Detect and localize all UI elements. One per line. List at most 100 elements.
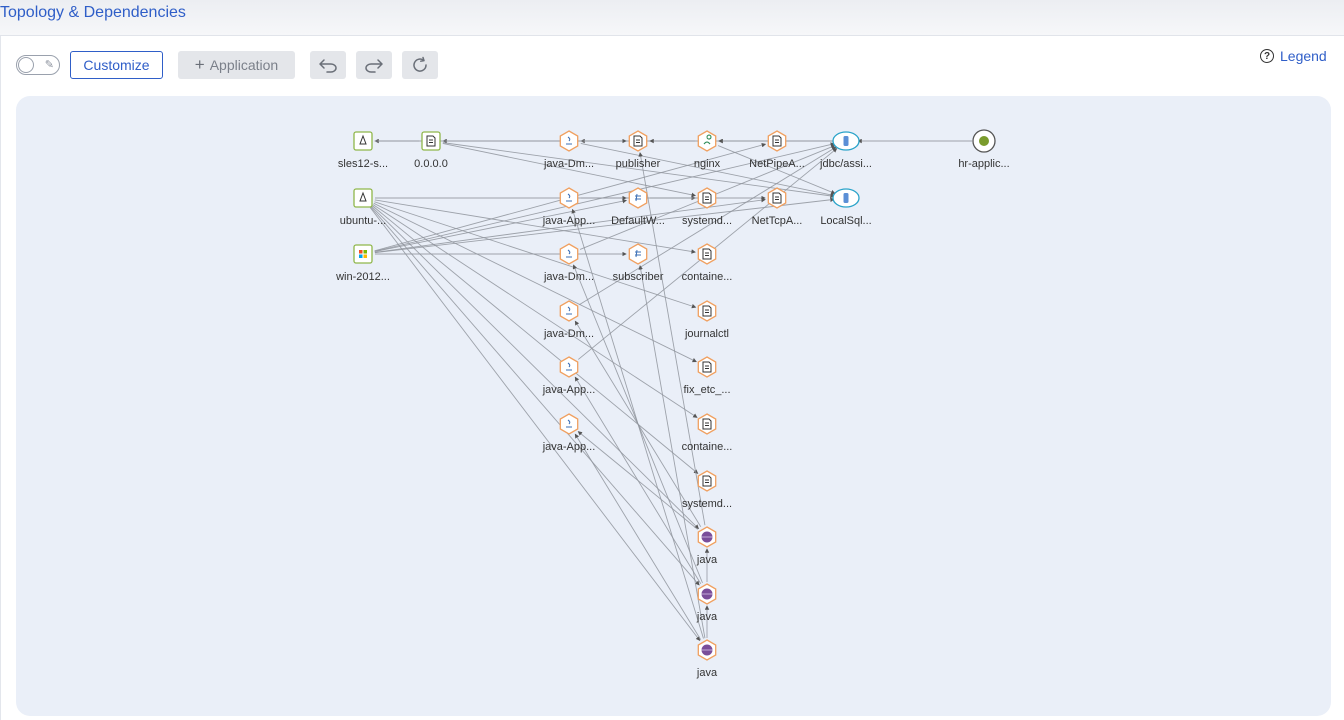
dependency-edge[interactable]: [374, 197, 835, 254]
dependency-edge[interactable]: [371, 206, 699, 530]
topology-node-cont2[interactable]: containe...: [682, 413, 733, 453]
database-icon: [843, 136, 849, 146]
windows-icon: [359, 250, 367, 258]
topology-node-jdm3[interactable]: java-Dm...: [543, 300, 594, 340]
topology-node-japp3[interactable]: java-App...: [542, 413, 596, 453]
add-application-label: Application: [209, 57, 279, 73]
process-icon: [702, 305, 712, 317]
linux-icon: [359, 191, 367, 202]
topology-node-jvm3[interactable]: java: [696, 639, 718, 679]
topology-graph[interactable]: sles12-s... 0.0.0.0 java-Dm... publisher ngi…: [16, 96, 1331, 716]
topology-node-japp2[interactable]: java-App...: [542, 356, 596, 396]
java-icon: [566, 419, 572, 428]
node-label: 0.0.0.0: [414, 158, 448, 170]
node-label: subscriber: [613, 271, 664, 283]
nginx-icon: [703, 134, 712, 145]
dependency-edge[interactable]: [442, 142, 835, 199]
process-icon: [702, 248, 712, 260]
topology-node-jvm2[interactable]: java: [696, 583, 718, 623]
topology-node-fix[interactable]: fix_etc_...: [683, 356, 731, 396]
dependency-edge[interactable]: [374, 199, 696, 254]
topology-node-jvm1[interactable]: java: [696, 526, 718, 566]
dependency-edge[interactable]: [638, 265, 706, 639]
topology-node-japp1[interactable]: java-App...: [542, 187, 596, 227]
topology-node-cont1[interactable]: containe...: [682, 243, 733, 283]
edit-mode-toggle[interactable]: ✎: [16, 55, 60, 75]
refresh-button[interactable]: [402, 51, 438, 79]
dependency-edge[interactable]: [577, 431, 699, 530]
topology-node-sysd2[interactable]: systemd...: [682, 470, 732, 510]
java-icon: [566, 362, 572, 371]
dependency-edge[interactable]: [374, 142, 836, 252]
topology-node-defw[interactable]: DefaultW...: [611, 187, 665, 227]
topology-node-ubuntu[interactable]: ubuntu-...: [340, 188, 386, 227]
topology-node-lsql[interactable]: LocalSql...: [820, 188, 872, 227]
topology-node-npipe[interactable]: NetPipeA...: [749, 130, 805, 170]
help-circle-icon: ?: [1260, 49, 1274, 63]
customize-button[interactable]: Customize: [70, 51, 163, 79]
topology-node-hr[interactable]: hr-applic...: [958, 129, 1010, 170]
plus-icon: +: [194, 55, 205, 74]
dependency-edge[interactable]: [638, 152, 706, 526]
topology-node-pub[interactable]: publisher: [616, 130, 661, 170]
undo-icon: [319, 59, 337, 73]
redo-icon: [365, 59, 383, 73]
process-icon: [633, 135, 643, 147]
node-label: java-Dm...: [543, 158, 594, 170]
add-application-button[interactable]: + Application: [178, 51, 295, 79]
pencil-icon: ✎: [44, 59, 54, 71]
java-icon: [566, 136, 572, 145]
dependency-edge[interactable]: [373, 202, 697, 363]
redo-button[interactable]: [356, 51, 392, 79]
legend-link[interactable]: ? Legend: [1260, 48, 1327, 64]
java-icon: [566, 193, 572, 202]
dependency-edge[interactable]: [374, 198, 627, 253]
dependency-edge[interactable]: [372, 204, 698, 418]
dotnet-icon: [635, 249, 641, 258]
node-label: jdbc/assi...: [819, 158, 872, 170]
dependency-edge[interactable]: [371, 205, 699, 474]
topology-node-ntcp[interactable]: NetTcpA...: [752, 187, 803, 227]
node-label: fix_etc_...: [683, 384, 730, 396]
dependency-edge[interactable]: [580, 142, 835, 198]
dependency-edge[interactable]: [574, 433, 702, 640]
process-icon: [702, 418, 712, 430]
file-icon: [426, 135, 436, 147]
dependency-edge[interactable]: [370, 206, 700, 586]
node-label: java: [696, 554, 718, 566]
dependency-edge[interactable]: [374, 201, 697, 309]
database-icon: [843, 193, 849, 203]
node-label: java: [696, 611, 718, 623]
dependency-edge[interactable]: [442, 142, 696, 198]
dependency-edge[interactable]: [574, 320, 702, 527]
dependency-edge[interactable]: [374, 197, 766, 253]
topology-node-win[interactable]: win-2012...: [335, 244, 390, 283]
topology-node-jctl[interactable]: journalctl: [684, 300, 729, 340]
process-icon: [702, 361, 712, 373]
node-label: DefaultW...: [611, 215, 665, 227]
page-title: Topology & Dependencies: [0, 4, 186, 21]
node-label: journalctl: [684, 328, 729, 340]
topology-node-jdm1[interactable]: java-Dm...: [543, 130, 594, 170]
jvm-icon: [701, 644, 713, 656]
undo-button[interactable]: [310, 51, 346, 79]
node-label: java-App...: [542, 441, 596, 453]
topology-node-jdm2[interactable]: java-Dm...: [543, 243, 594, 283]
topology-node-sub[interactable]: subscriber: [613, 243, 664, 283]
topology-node-ip[interactable]: 0.0.0.0: [414, 131, 448, 170]
node-label: systemd...: [682, 215, 732, 227]
topology-node-jdbc[interactable]: jdbc/assi...: [819, 131, 872, 170]
node-label: java-Dm...: [543, 271, 594, 283]
dependency-edge[interactable]: [369, 207, 701, 642]
topology-node-sysd1[interactable]: systemd...: [682, 187, 732, 227]
toggle-knob: [18, 57, 34, 73]
java-icon: [566, 306, 572, 315]
node-label: NetTcpA...: [752, 215, 803, 227]
dependency-edge[interactable]: [578, 146, 837, 306]
node-label: publisher: [616, 158, 661, 170]
topology-node-sles[interactable]: sles12-s...: [338, 131, 388, 170]
topology-node-nginx[interactable]: nginx: [694, 130, 721, 170]
node-label: java-App...: [542, 384, 596, 396]
topology-canvas[interactable]: sles12-s... 0.0.0.0 java-Dm... publisher ngi…: [16, 96, 1331, 716]
top-header-bar: Topology & Dependencies: [0, 0, 1344, 36]
